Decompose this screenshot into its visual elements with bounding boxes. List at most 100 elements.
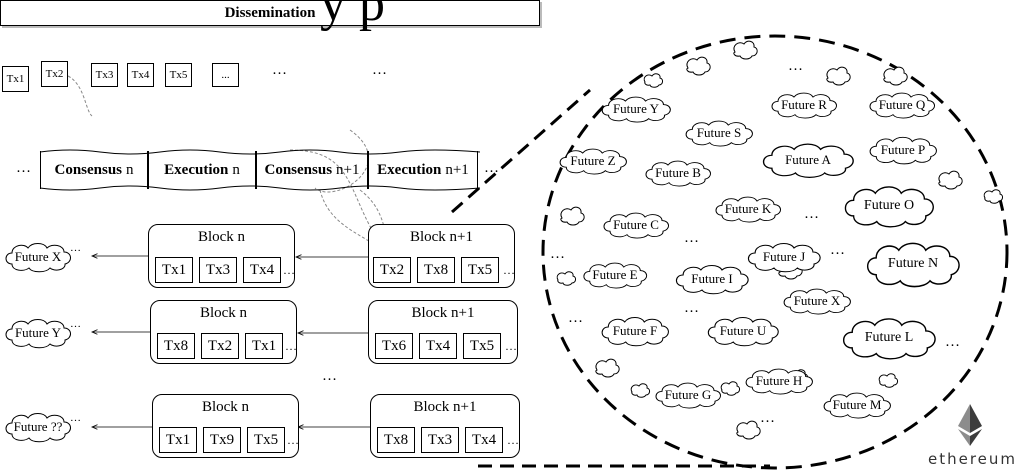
- phase-suffix: n+1: [336, 161, 360, 178]
- future-label: Future U: [719, 323, 767, 338]
- tx-box: Tx8: [417, 257, 455, 283]
- ellipsis: …: [70, 242, 81, 254]
- future-label: Future O: [863, 198, 915, 213]
- tx-box: Tx3: [91, 63, 118, 87]
- ellipsis: …: [272, 62, 287, 78]
- ellipsis: …: [788, 58, 803, 74]
- future-cloud: Future J: [744, 240, 824, 274]
- ellipsis: …: [684, 300, 699, 316]
- tx-box: Tx1: [2, 66, 29, 92]
- block-title: Block n: [201, 399, 250, 415]
- future-cloud: Future A: [758, 140, 858, 180]
- future-label: Future R: [781, 97, 827, 112]
- future-cloud: Future X: [2, 240, 74, 274]
- ellipsis: …: [684, 230, 699, 246]
- future-cloud: Future O: [840, 182, 938, 230]
- ellipsis: …: [550, 246, 565, 262]
- future-label: Future H: [755, 373, 803, 388]
- block-title: Block n+1: [411, 305, 475, 321]
- small-cloud-icon: [643, 73, 663, 88]
- future-cloud: Future X: [780, 286, 854, 316]
- tx-box: Tx6: [375, 333, 413, 359]
- ellipsis: …: [287, 433, 299, 447]
- future-label: Future P: [880, 142, 926, 157]
- future-label: Future A: [785, 152, 831, 167]
- small-cloud-icon: [983, 189, 1003, 204]
- small-cloud-icon: [883, 66, 908, 86]
- future-cloud: Future M: [820, 390, 894, 420]
- future-cloud: Future Z: [556, 146, 630, 176]
- future-cloud: Future F: [598, 314, 672, 348]
- ethereum-wordmark: ethereum: [928, 450, 1018, 468]
- block-n: Block n Tx1 Tx9 Tx5 …: [152, 394, 299, 458]
- future-label: Future I: [691, 271, 733, 286]
- small-cloud-icon: [595, 358, 620, 378]
- ethereum-diamond-icon: [958, 404, 982, 446]
- tx-box: Tx1: [159, 427, 197, 453]
- future-cloud: Future Y: [598, 94, 674, 124]
- block-n-plus-1: Block n+1 Tx2 Tx8 Tx5 …: [368, 224, 515, 288]
- future-label: Future B: [655, 165, 701, 180]
- dissemination-bar: Dissemination: [0, 0, 540, 26]
- ellipsis: …: [760, 410, 775, 426]
- future-label: Future K: [724, 201, 772, 216]
- future-cloud: Future ??: [2, 410, 74, 444]
- future-cloud: Future S: [682, 118, 756, 148]
- small-cloud-icon: [630, 383, 650, 398]
- small-cloud-icon: [826, 66, 851, 86]
- small-cloud-icon: [720, 381, 740, 396]
- small-cloud-icon: [686, 56, 711, 76]
- tx-box: Tx9: [203, 427, 241, 453]
- ellipsis: …: [484, 160, 499, 176]
- block-title: Block n+1: [409, 229, 474, 245]
- future-label: Future Y: [612, 101, 660, 116]
- phase-name: Consensus: [264, 161, 333, 178]
- tx-box: Tx4: [127, 63, 154, 87]
- tx-box: Tx2: [373, 257, 411, 283]
- ellipsis: …: [372, 62, 387, 78]
- tx-box: Tx8: [157, 333, 195, 359]
- future-label: Future S: [696, 125, 742, 140]
- phase-suffix: n: [126, 161, 134, 178]
- future-label: Future Z: [570, 153, 616, 168]
- future-label: Future L: [864, 330, 914, 345]
- future-label: Future M: [832, 397, 882, 412]
- tx-box: Tx2: [201, 333, 239, 359]
- tx-box: ...: [212, 63, 239, 87]
- tx-box: Tx5: [165, 63, 192, 87]
- ellipsis: …: [507, 433, 519, 447]
- block-n-plus-1: Block n+1 Tx6 Tx4 Tx5 …: [368, 300, 518, 364]
- tx-box: Tx5: [463, 333, 501, 359]
- future-cloud: Future K: [712, 194, 784, 224]
- ellipsis: …: [503, 263, 515, 277]
- ellipsis: …: [505, 339, 517, 353]
- block-n: Block n Tx1 Tx3 Tx4 …: [148, 224, 295, 288]
- future-label: Future E: [592, 267, 638, 282]
- tx-box: Tx8: [377, 427, 415, 453]
- phase-suffix: n: [232, 161, 240, 178]
- tx-box: Tx4: [419, 333, 457, 359]
- tx-box: Tx1: [155, 257, 193, 283]
- future-label: Future Q: [878, 97, 926, 112]
- tx-box: Tx3: [421, 427, 459, 453]
- ellipsis: …: [16, 160, 31, 176]
- ellipsis: …: [945, 334, 960, 350]
- ellipsis: …: [70, 412, 81, 424]
- small-cloud-icon: [560, 206, 585, 226]
- ellipsis: …: [283, 263, 295, 277]
- future-label: Future C: [613, 217, 659, 232]
- future-label: Future X: [793, 293, 841, 308]
- heading-fragment: y p: [320, 0, 385, 32]
- future-cloud: Future U: [704, 314, 782, 348]
- future-cloud: Future P: [866, 134, 940, 166]
- tx-box: Tx5: [247, 427, 285, 453]
- block-title: Block n+1: [413, 399, 477, 415]
- future-cloud: Future Q: [866, 90, 938, 120]
- future-label: Future G: [664, 387, 712, 402]
- phase-name: Consensus: [54, 161, 123, 178]
- future-cloud: Future H: [742, 366, 816, 396]
